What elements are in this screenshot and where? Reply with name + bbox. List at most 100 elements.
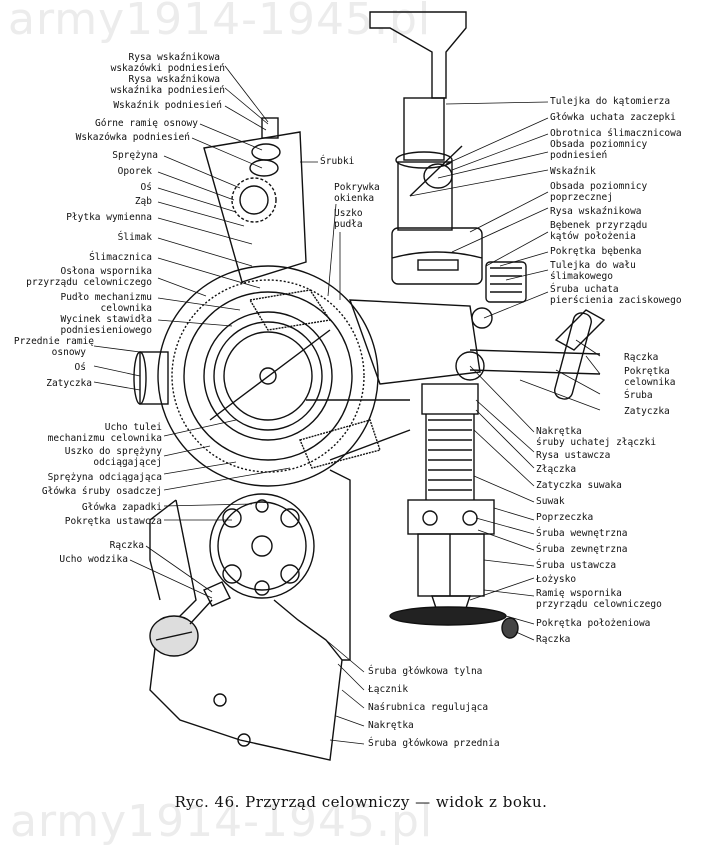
label-obrotnica: Obrotnica ślimacznicowa xyxy=(550,128,682,139)
eyepiece-cup xyxy=(369,11,467,99)
label-pokretka-bebenka: Pokrętka bębenka xyxy=(550,246,642,257)
label-zab: Ząb xyxy=(134,196,152,207)
label-sruba-zewnetrzna: Śruba zewnętrzna xyxy=(536,544,628,555)
label-nakretka-zlaczki: Nakrętka xyxy=(536,426,582,437)
label-przednie-ramie-2: osnowy xyxy=(51,347,86,358)
right-handle xyxy=(554,309,606,351)
label-ucho-tulei-2: mechanizmu celownika xyxy=(47,433,162,444)
label-tulejka-walu: Tulejka do wału xyxy=(550,260,636,271)
label-tulejka-walu-2: ślimakowego xyxy=(550,271,613,282)
label-os-2: Oś xyxy=(74,362,86,373)
label-zatyczka-suwaka: Zatyczka suwaka xyxy=(536,480,622,491)
label-pokrywka-2: okienka xyxy=(334,193,375,204)
label-pokretka-celownika-2: celownika xyxy=(624,377,676,388)
gauge-spring xyxy=(231,177,277,223)
label-wskazowka: Wskazówka podniesień xyxy=(75,132,190,143)
label-glowka-sruby: Główka śruby osadczej xyxy=(41,486,162,497)
label-glowka-zapadki: Główka zapadki xyxy=(81,502,162,513)
wiper-ear xyxy=(203,581,231,607)
label-rysa-wskaznika: Rysa wskaźnikowa xyxy=(128,74,220,85)
drum xyxy=(485,261,527,303)
tube-collar xyxy=(395,151,453,169)
label-pokretka-ustawcza: Pokrętka ustawcza xyxy=(64,516,162,527)
figure-caption: Ryc. 46. Przyrząd celowniczy — widok z b… xyxy=(174,793,548,811)
label-pokretka-celownika: Pokrętka xyxy=(624,366,670,377)
watermark-bottom: army1914-1945.pl xyxy=(10,796,434,847)
level-holder xyxy=(391,227,483,285)
watermark-top: army1914-1945.pl xyxy=(8,0,432,45)
label-ucho-tulei: Ucho tulei xyxy=(104,422,162,433)
angle-tube xyxy=(403,97,445,161)
label-lozysko: Łożysko xyxy=(536,574,577,585)
label-sruba-glowkowa-tylna: Śruba główkowa tylna xyxy=(368,666,483,677)
label-obsada-podniesien: Obsada poziomnicy xyxy=(550,139,648,150)
label-rysa-wskazowki-2: wskazówki podniesień xyxy=(110,63,225,74)
position-knob xyxy=(389,606,507,626)
label-zatyczka-right: Zatyczka xyxy=(624,406,670,417)
left-pivot xyxy=(139,351,169,405)
label-uszko-pudla-2: pudła xyxy=(334,219,363,230)
label-pokretka-polozeniowa: Pokrętka położeniowa xyxy=(536,618,651,629)
label-obsada-poprzecznej: Obsada poziomnicy xyxy=(550,181,648,192)
label-tulejka-katomierza: Tulejka do kątomierza xyxy=(550,96,671,107)
label-nakretka-bottom: Nakrętka xyxy=(368,720,414,731)
label-obsada-podniesien-2: podniesień xyxy=(550,150,608,161)
label-uszko-sprezyny-2: odciągającej xyxy=(93,457,162,468)
label-rysa-wskazowki: Rysa wskaźnikowa xyxy=(128,52,220,63)
label-slimak: Ślimak xyxy=(117,232,152,243)
label-pudlo: Pudło mechanizmu xyxy=(60,292,152,303)
label-raczka-left: Rączka xyxy=(109,540,144,551)
label-zatyczka-left: Zatyczka xyxy=(46,378,92,389)
label-plytka: Płytka wymienna xyxy=(66,212,152,223)
label-gorne-ramie: Górne ramię osnowy xyxy=(95,118,198,129)
label-wskaznik-right: Wskaźnik xyxy=(550,166,596,177)
label-rysa-wskaznikowa-right: Rysa wskaźnikowa xyxy=(550,206,642,217)
leader-lines xyxy=(93,65,601,745)
label-poprzeczka: Poprzeczka xyxy=(536,512,594,523)
label-obsada-poprzecznej-2: poprzecznej xyxy=(550,192,613,203)
label-nakretka-zlaczki-2: śruby uchatej złączki xyxy=(536,437,657,448)
label-wskaznik-podniesien: Wskaźnik podniesień xyxy=(113,100,222,111)
label-zlaczka: Złączka xyxy=(536,464,577,475)
bracket-arm xyxy=(417,533,485,597)
label-sprezyna-odciagajaca: Sprężyna odciągająca xyxy=(47,472,162,483)
label-uszko-pudla: Uszko xyxy=(334,208,363,219)
tube-body xyxy=(397,161,453,231)
label-rysa-ustawcza: Rysa ustawcza xyxy=(536,450,611,461)
label-sruba-uchata-2: pierścienia zaciskowego xyxy=(550,295,682,306)
label-sprezyna: Sprężyna xyxy=(112,150,158,161)
label-sruba-glowkowa-przednia: Śruba główkowa przednia xyxy=(368,738,500,749)
label-ucho-wodzika: Ucho wodzika xyxy=(59,554,128,565)
setting-wheel xyxy=(209,493,315,599)
label-raczka-bottom: Rączka xyxy=(536,634,571,645)
bottom-handle xyxy=(501,617,519,639)
label-pokrywka: Pokrywka xyxy=(334,182,380,193)
label-wycinek: Wycinek stawidła xyxy=(60,314,152,325)
disc-hub xyxy=(259,367,277,385)
column-top xyxy=(421,383,479,415)
label-oporek: Oporek xyxy=(117,166,152,177)
label-przednie-ramie: Przednie ramię xyxy=(13,336,94,347)
label-nasrubnica: Naśrubnica regulująca xyxy=(368,702,489,713)
label-sruba-ustawcza: Śruba ustawcza xyxy=(536,560,617,571)
label-raczka-right: Rączka xyxy=(624,352,659,363)
label-bebenek-2: kątów położenia xyxy=(550,231,636,242)
label-wycinek-2: podniesieniowego xyxy=(60,325,152,336)
hook-head xyxy=(423,163,453,189)
label-sruba-uchata: Śruba uchata xyxy=(550,284,619,295)
label-ramie-wspornika: Ramię wspornika xyxy=(536,588,622,599)
crossbar xyxy=(407,499,495,535)
label-sruba-wewnetrzna: Śruba wewnętrzna xyxy=(536,528,628,539)
label-bebenek: Bębenek przyrządu xyxy=(550,220,648,231)
label-slimacznica: Ślimacznica xyxy=(89,252,152,263)
worm-gear xyxy=(248,289,332,331)
threaded-screw xyxy=(425,414,475,500)
main-disc xyxy=(157,265,379,487)
label-suwak: Suwak xyxy=(536,496,565,507)
label-oslona-2: przyrządu celowniczego xyxy=(26,277,152,288)
label-rysa-wskaznika-2: wskaźnika podniesień xyxy=(110,85,225,96)
label-pudlo-2: celownika xyxy=(100,303,152,314)
label-uszko-sprezyny: Uszko do sprężyny xyxy=(64,446,162,457)
